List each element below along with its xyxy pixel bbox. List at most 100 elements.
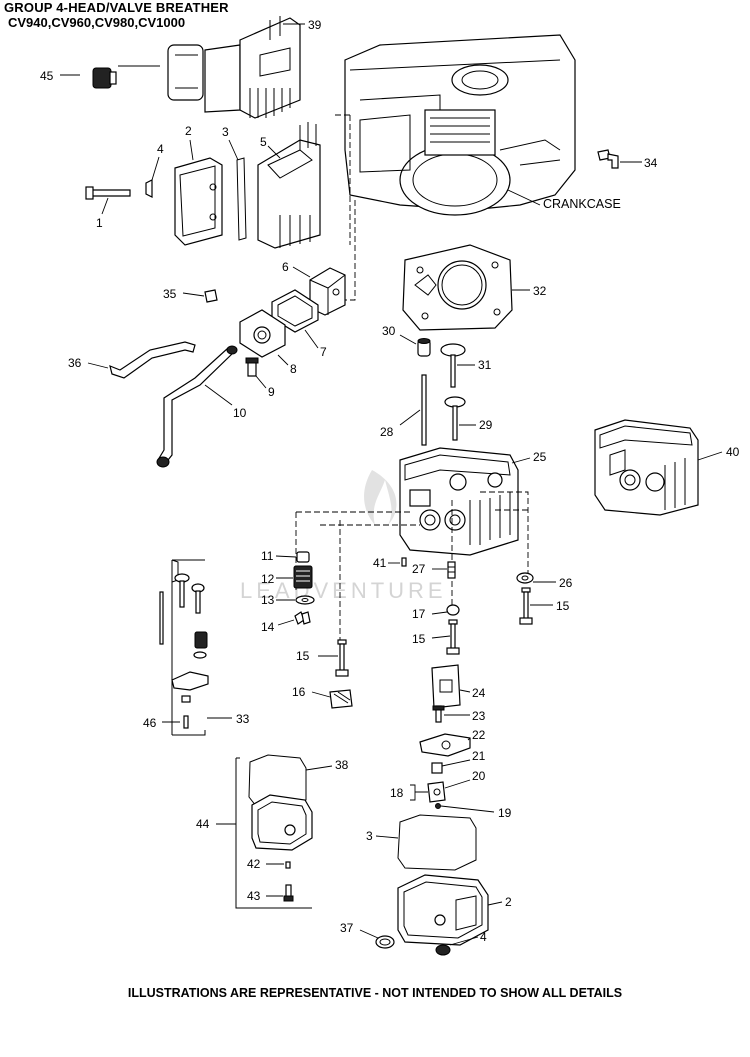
callout-15b: 15 (556, 599, 570, 613)
part-4b (435, 944, 451, 956)
callout-37: 37 (340, 921, 354, 935)
callout-21: 21 (472, 749, 486, 763)
part-14 (294, 611, 311, 625)
callout-40: 40 (726, 445, 740, 459)
callout-2b: 2 (505, 895, 512, 909)
part-1 (85, 186, 131, 200)
callout-30: 30 (382, 324, 396, 338)
watermark: LEADVENTURE (240, 470, 447, 603)
part-22 (419, 733, 471, 757)
callout-23: 23 (472, 709, 486, 723)
callout-4b: 4 (480, 930, 487, 944)
callout-28: 28 (380, 425, 394, 439)
part-15c (446, 619, 460, 655)
label-crankcase: CRANKCASE (543, 197, 621, 211)
part-35 (204, 289, 218, 303)
callout-39: 39 (308, 18, 322, 32)
watermark-text: LEADVENTURE (240, 578, 447, 603)
part-24 (431, 664, 461, 709)
part-9 (245, 357, 259, 377)
callout-10: 10 (233, 406, 247, 420)
part-27 (447, 561, 456, 579)
part-32 (402, 244, 513, 331)
callout-38: 38 (335, 758, 349, 772)
callout-19: 19 (498, 806, 512, 820)
callout-26: 26 (559, 576, 573, 590)
part-20 (427, 781, 446, 803)
part-23 (432, 705, 445, 723)
part-39 (204, 16, 301, 119)
part-2b (397, 874, 489, 946)
part-44-kit (235, 754, 313, 909)
part-3a (236, 157, 247, 241)
part-37 (375, 935, 395, 949)
callout-33: 33 (236, 712, 250, 726)
callout-12: 12 (261, 572, 275, 586)
callout-43: 43 (247, 889, 261, 903)
callout-35: 35 (163, 287, 177, 301)
part-8 (239, 309, 286, 358)
callout-8: 8 (290, 362, 297, 376)
callout-3b: 3 (366, 829, 373, 843)
model-list: CV940,CV960,CV980,CV1000 (8, 15, 186, 30)
part-10 (156, 345, 238, 468)
part-45 (92, 44, 204, 101)
callout-24: 24 (472, 686, 486, 700)
part-34 (597, 149, 619, 169)
callout-6: 6 (282, 260, 289, 274)
part-25 (399, 447, 519, 556)
part-13 (295, 595, 315, 605)
callout-14: 14 (261, 620, 275, 634)
callout-29: 29 (479, 418, 493, 432)
callout-9: 9 (268, 385, 275, 399)
part-30 (417, 338, 431, 357)
part-29 (444, 396, 466, 441)
callout-16: 16 (292, 685, 306, 699)
callout-15a: 15 (296, 649, 310, 663)
callout-20: 20 (472, 769, 486, 783)
callout-7: 7 (320, 345, 327, 359)
part-16 (329, 689, 353, 709)
part-41 (401, 557, 407, 567)
part-2a (174, 157, 223, 246)
callout-4a: 4 (157, 142, 164, 156)
footer-disclaimer: ILLUSTRATIONS ARE REPRESENTATIVE - NOT I… (127, 986, 623, 1000)
part-12 (293, 565, 313, 589)
part-15a (335, 639, 349, 677)
part-5 (257, 122, 321, 249)
callout-3a: 3 (222, 125, 229, 139)
callout-34: 34 (644, 156, 658, 170)
part-33-kit (159, 559, 209, 736)
part-36 (109, 341, 196, 379)
callout-15c: 15 (412, 632, 426, 646)
callout-31: 31 (478, 358, 492, 372)
callout-2a: 2 (185, 124, 192, 138)
part-18 (410, 784, 428, 801)
callout-36: 36 (68, 356, 82, 370)
callout-1: 1 (96, 216, 103, 230)
page-title: GROUP 4-HEAD/VALVE BREATHER (4, 0, 229, 15)
part-31 (440, 343, 466, 388)
part-26 (516, 572, 534, 584)
callout-41: 41 (373, 556, 387, 570)
part-21 (431, 762, 443, 774)
callout-17: 17 (412, 607, 426, 621)
part-17 (446, 604, 460, 616)
callout-25: 25 (533, 450, 547, 464)
callout-13: 13 (261, 593, 275, 607)
callout-5: 5 (260, 135, 267, 149)
part-15b (519, 587, 533, 625)
part-40 (594, 419, 699, 516)
callout-42: 42 (247, 857, 261, 871)
callout-11: 11 (261, 549, 274, 563)
part-28 (421, 374, 427, 446)
part-3b (397, 814, 477, 871)
part-4a (145, 179, 153, 198)
callout-18: 18 (390, 786, 404, 800)
part-19 (435, 803, 441, 809)
callout-22: 22 (472, 728, 486, 742)
part-11 (296, 551, 310, 563)
callout-27: 27 (412, 562, 426, 576)
callout-44: 44 (196, 817, 210, 831)
